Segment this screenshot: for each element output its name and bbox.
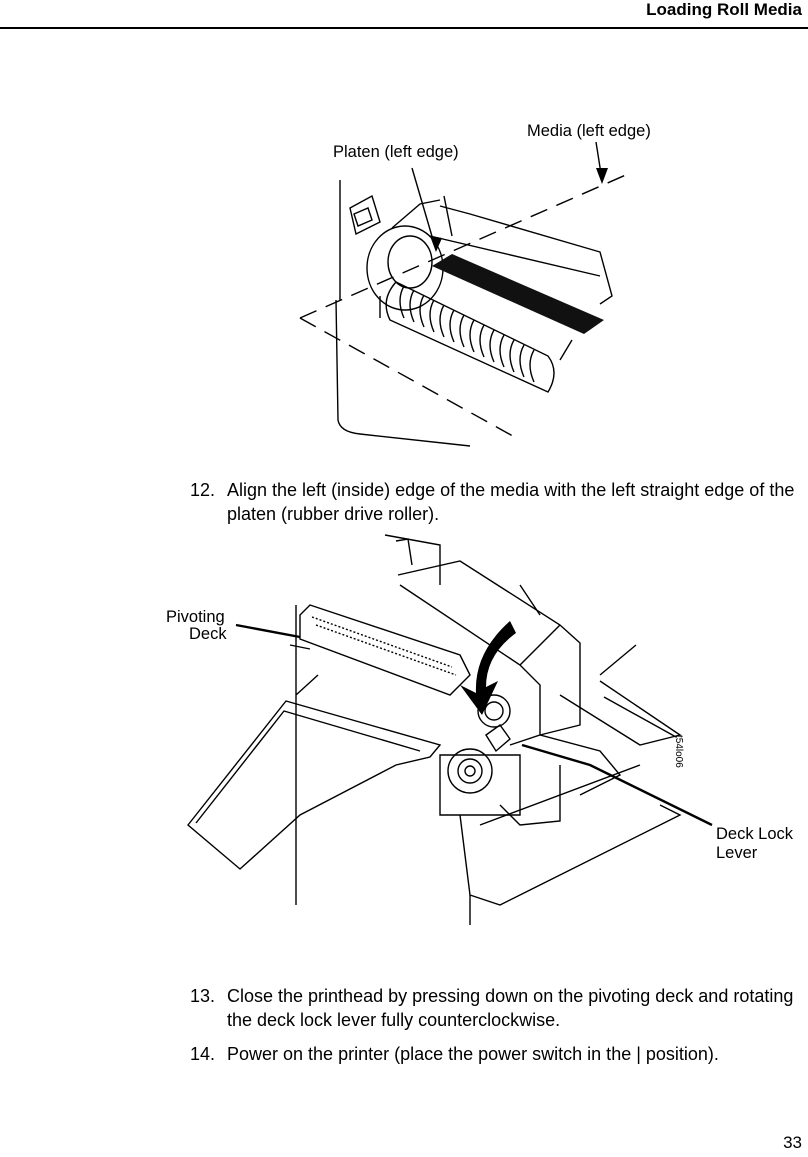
figure-printhead-deck: Pivoting Deck Deck Lock Lever t54lo06 [166, 534, 794, 925]
header-rule [0, 27, 808, 29]
callout-media-left-edge: Media (left edge) [527, 122, 651, 140]
callout-deck-lock-lever-line2: Lever [716, 844, 758, 862]
callout-deck-lock-lever-line1: Deck Lock [716, 825, 794, 843]
step-text: Align the left (inside) edge of the medi… [227, 480, 795, 524]
step-text: Close the printhead by pressing down on … [227, 986, 794, 1030]
callout-pivoting-deck-line1: Pivoting [166, 608, 225, 626]
step-number: 12. [190, 480, 216, 500]
step-number: 13. [190, 986, 216, 1006]
figure-id-label: t54lo06 [673, 735, 684, 768]
callout-platen-left-edge: Platen (left edge) [333, 143, 459, 161]
callout-pivoting-deck-line2: Deck [189, 625, 227, 643]
figure-platen-alignment: Platen (left edge) Media (left edge) [299, 122, 651, 447]
running-header-title: Loading Roll Media [646, 0, 802, 19]
step-text: Power on the printer (place the power sw… [227, 1044, 719, 1064]
step-number: 14. [190, 1044, 216, 1064]
page-number: 33 [783, 1133, 802, 1152]
